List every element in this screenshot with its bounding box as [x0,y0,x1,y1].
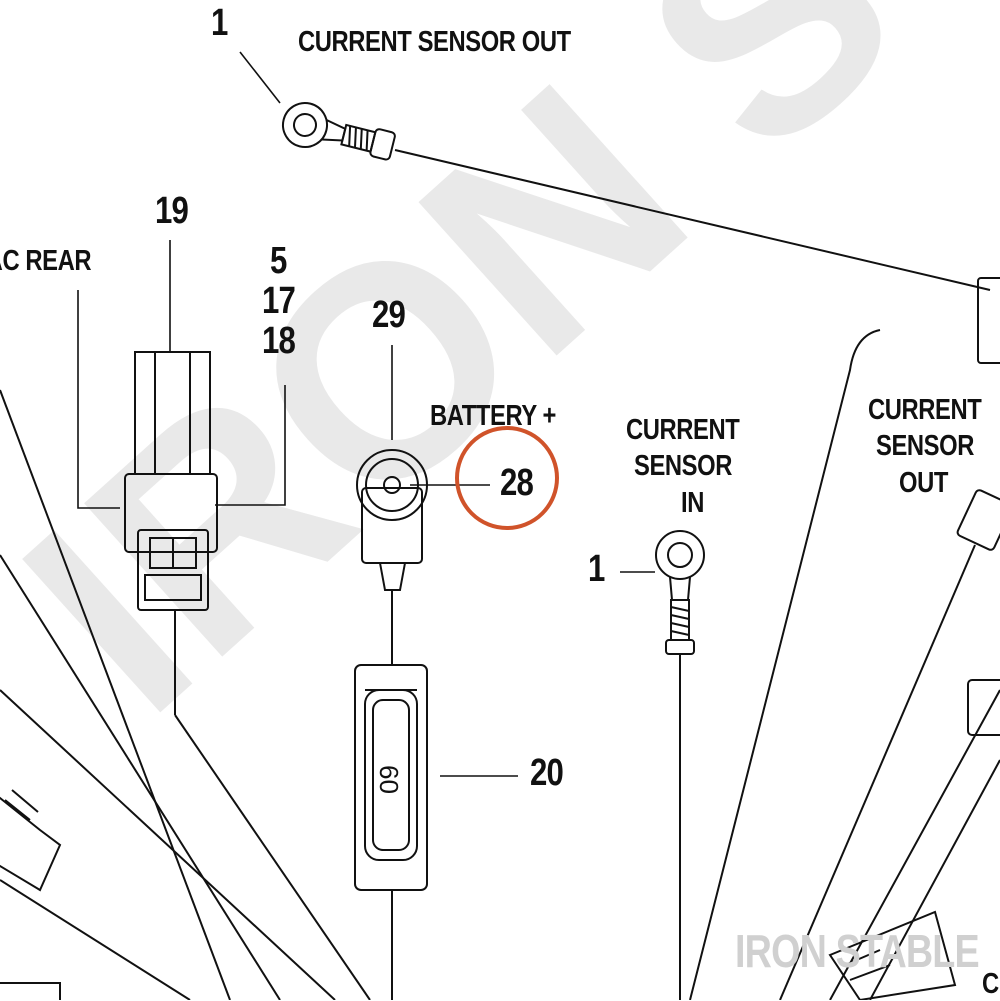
wire-fan-4 [174,714,371,1000]
label-pac-rear: PAC REAR [0,245,92,277]
label-current-sensor-in-2: SENSOR [634,450,732,482]
fuse-rating: 60 [373,765,404,794]
label-current-sensor-out-right-2: SENSOR [876,430,974,462]
ring-terminal-top [282,102,396,161]
callout-17: 17 [262,280,296,322]
wire-right-3 [869,759,1000,1000]
wire-group [0,149,1000,1000]
callout-28: 28 [500,462,534,504]
label-partial-c: C [982,968,999,1000]
leader-lines [77,51,655,777]
callout-18: 18 [262,320,296,362]
bottom-left-box [0,982,61,1000]
fuse-holder-20 [354,664,428,891]
label-current-sensor-in-1: CURRENT [626,414,740,446]
callout-5: 5 [270,240,287,282]
wire-fan-5 [0,879,191,1000]
callout-1-mid: 1 [588,548,605,590]
label-battery-plus: BATTERY + [430,400,557,432]
wire-fan-3 [0,689,336,1000]
callout-20: 20 [530,752,564,794]
label-current-sensor-out-top: CURRENT SENSOR OUT [298,26,571,58]
left-connector [0,789,62,892]
callout-29: 29 [372,294,406,336]
ring-terminal-sensor-in [655,530,705,655]
wire-right-2 [829,689,1000,1000]
right-connector-upper [956,277,1000,736]
label-current-sensor-in-3: IN [681,487,704,519]
callout-19: 19 [155,190,189,232]
wire-right-1 [779,544,976,1000]
label-current-sensor-out-right-1: CURRENT [868,394,982,426]
wire-right-harness [689,329,881,1000]
wire-sensor-out-top [394,149,991,291]
bottom-right-connector [828,910,957,1000]
label-current-sensor-out-right-3: OUT [899,467,948,499]
connector-19 [124,351,218,611]
wire-fan-2 [0,554,281,1000]
callout-1-top: 1 [211,2,228,44]
wire-fan-1 [0,389,231,1000]
highlight-circle [455,426,559,530]
battery-terminal [356,449,428,591]
